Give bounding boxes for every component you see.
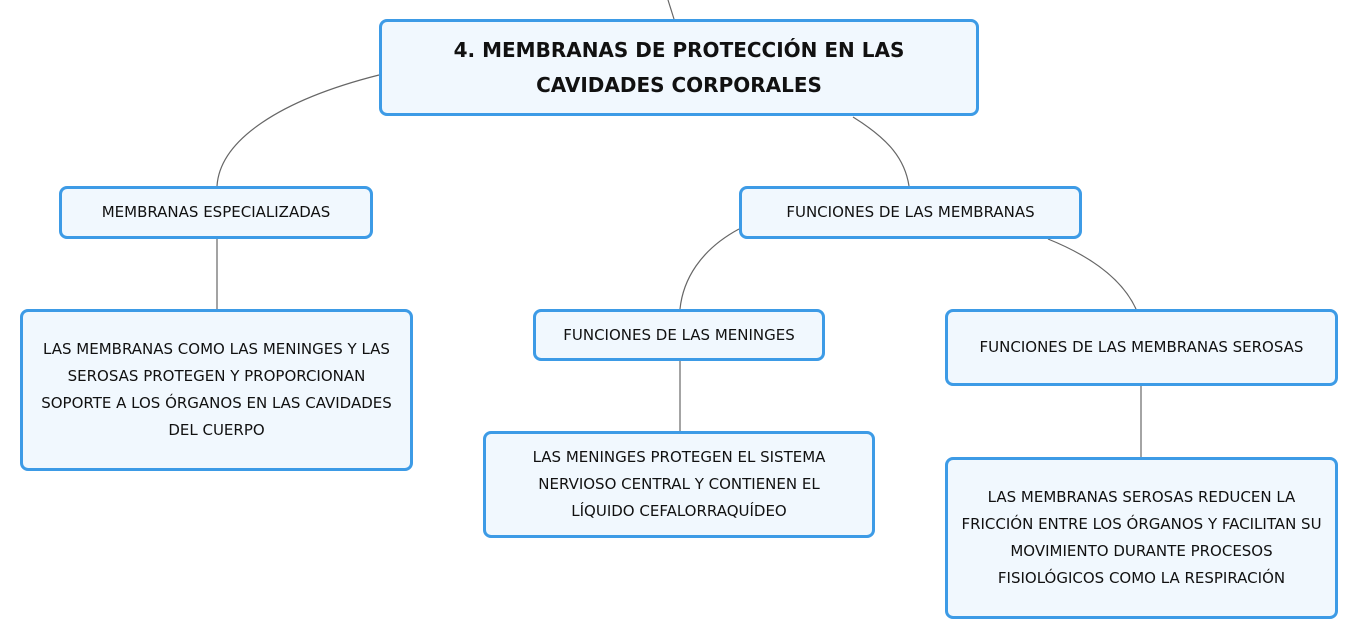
link-funciones-meninges: [679, 228, 740, 310]
root-topic[interactable]: 4. MEMBRANAS DE PROTECCIÓN EN LAS CAVIDA…: [379, 19, 979, 116]
topic-membranas-especializadas[interactable]: MEMBRANAS ESPECIALIZADAS: [59, 186, 373, 239]
topic-label: FUNCIONES DE LAS MEMBRANAS SEROSAS: [979, 338, 1304, 356]
link-funciones-serosas: [1047, 238, 1137, 310]
topic-meninges-detail[interactable]: LAS MENINGES PROTEGEN EL SISTEMA NERVIOS…: [483, 431, 875, 538]
topic-label: MEMBRANAS ESPECIALIZADAS: [101, 203, 331, 221]
link-root-especializadas: [216, 74, 380, 187]
topic-funciones-meninges[interactable]: FUNCIONES DE LAS MENINGES: [533, 309, 825, 361]
topic-especializadas-detail[interactable]: LAS MEMBRANAS COMO LAS MENINGES Y LAS SE…: [20, 309, 413, 471]
topic-funciones-membranas[interactable]: FUNCIONES DE LAS MEMBRANAS: [739, 186, 1082, 239]
topic-serosas-detail[interactable]: LAS MEMBRANAS SEROSAS REDUCEN LA FRICCIÓ…: [945, 457, 1338, 619]
link-parent-root: [667, 0, 675, 20]
topic-label: FUNCIONES DE LAS MEMBRANAS: [786, 203, 1035, 221]
topic-label: LAS MEMBRANAS COMO LAS MENINGES Y LAS SE…: [41, 340, 392, 439]
link-root-funciones: [852, 116, 910, 187]
topic-label: FUNCIONES DE LAS MENINGES: [563, 325, 795, 344]
topic-label: LAS MEMBRANAS SEROSAS REDUCEN LA FRICCIÓ…: [961, 488, 1322, 587]
root-topic-label: 4. MEMBRANAS DE PROTECCIÓN EN LAS CAVIDA…: [453, 37, 905, 97]
topic-label: LAS MENINGES PROTEGEN EL SISTEMA NERVIOS…: [532, 448, 826, 520]
topic-funciones-serosas[interactable]: FUNCIONES DE LAS MEMBRANAS SEROSAS: [945, 309, 1338, 386]
